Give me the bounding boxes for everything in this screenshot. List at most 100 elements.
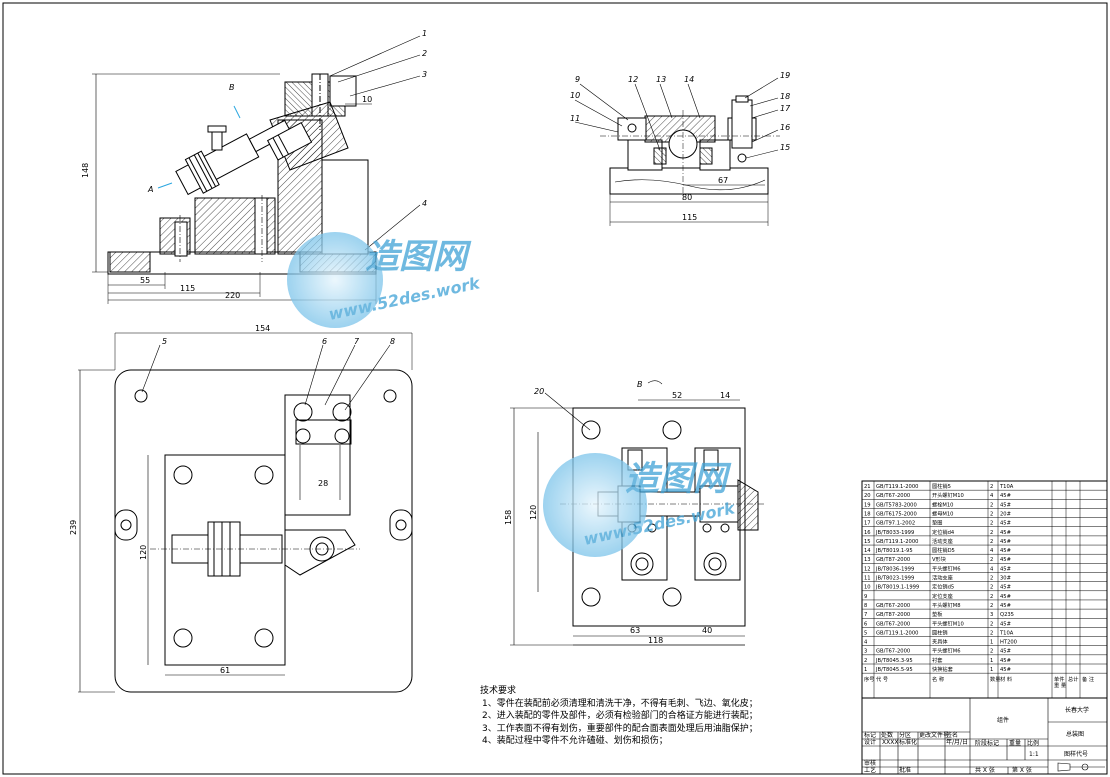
bom-row-name: V形块 [932,555,947,563]
bom-row-qty: 2 [990,521,993,527]
bom-row-qty: 2 [990,594,993,600]
tb-date-label: 年/月/日 [946,738,968,746]
bom-row-code: JB/T8045.5-95 [875,667,913,673]
bom-row-material: 20# [1000,511,1011,517]
front-view [92,35,421,304]
bom-row-no: 16 [864,530,871,536]
bom-header-total: 总计 [1068,675,1078,683]
bom-row-no: 14 [864,548,871,554]
balloon-10: 10 [570,91,580,100]
bom-row-no: 15 [864,539,871,545]
b-158-dimension: 158 [504,510,513,525]
bom-row-code: GB/T87-2000 [876,612,910,618]
bom-row-material: 45# [1000,667,1011,673]
bom-row-name: 螺母M10 [932,509,953,517]
balloon-7: 7 [354,337,360,346]
balloon-20: 20 [534,387,544,396]
bom-row-material: 45# [1000,530,1011,536]
bom-row-material: 45# [1000,502,1011,508]
bom-row-material: 45# [1000,594,1011,600]
balloon-12: 12 [628,75,638,84]
bom-row-no: 4 [864,640,868,646]
technical-requirements: 技术要求 1、零件在装配前必须清理和清洗干净，不得有毛刺、飞边、氧化皮； 2、进… [470,685,850,748]
top-154-dimension: 154 [255,324,270,333]
bom-row-material: T10A [999,630,1014,636]
bom-row-code: JB/T8033-1999 [875,530,914,536]
watermark-brand: 造图网 [365,237,472,277]
bom-row-qty: 2 [990,530,993,536]
bom-row-name: 活动支座 [932,537,953,545]
bom-row-qty: 2 [990,539,993,545]
bom-row-name: 定位销d4 [932,528,955,536]
front-115-dimension: 115 [180,284,195,293]
bom-row-name: 圆柱销 [932,628,948,636]
bom-row-name: 定位销d5 [932,583,954,591]
tb-stage-label: 阶段标记 [975,739,999,747]
tb-sheets: 共 X 张 [975,766,995,774]
bom-row-qty: 2 [990,502,993,508]
bom-row-code: JB/T8019.1-95 [875,548,913,554]
balloon-4: 4 [422,199,427,208]
bom-row-name: 定位支座 [932,592,953,600]
b-120-dimension: 120 [529,505,538,520]
view-label-a: A [147,185,153,194]
bom-row-qty: 4 [990,493,994,499]
bom-row-name: 平头螺钉M8 [932,601,961,609]
bom-row-qty: 2 [990,484,993,490]
tb-count-label: 处数 [881,731,893,739]
bom-row-qty: 4 [990,548,994,554]
bom-row-qty: 2 [990,621,993,627]
bom-row-material: 45# [1000,566,1011,572]
bom-row-code: GB/T67-2000 [876,649,910,655]
bom-row-no: 19 [864,502,871,508]
bom-row-code: GB/T6175-2000 [876,511,917,517]
bom-row-code: GB/T97.1-2002 [876,521,915,527]
tech-item-3: 3、工作表面不得有划伤，重要部件的配合面表面处理后用油脂保护； [482,723,758,734]
bom-row-qty: 2 [990,630,993,636]
bom-row: 16 JB/T8033-1999 定位销d4 2 45# [862,528,1107,537]
watermark-globe-icon [287,232,383,328]
tb-zone-label: 分区 [899,731,911,739]
side-67-dimension: 67 [718,176,728,185]
front-220-dimension: 220 [225,291,240,300]
bom-header-name: 名 称 [932,675,944,683]
view-b [510,380,765,646]
bom-row-qty: 2 [990,649,993,655]
bom-row-code: GB/T119.1-2000 [876,539,918,545]
tb-check-label: 审核 [864,759,876,767]
tech-item-2: 2、进入装配的零件及部件，必须有检验部门的合格证方能进行装配； [482,711,758,721]
bom-header-weight: 重 量 [1054,681,1066,689]
balloon-14: 14 [684,75,694,84]
bom-row-code: JB/T8023-1999 [875,576,914,582]
bom-header-no: 序号 [864,675,874,683]
bom-header-note: 备 注 [1082,675,1094,683]
balloon-16: 16 [780,123,790,132]
b-52-dimension: 52 [672,391,682,400]
top-28-dimension: 28 [318,479,328,488]
tb-mark-label: 标记 [864,731,876,739]
tb-scale-label: 比例 [1027,739,1039,747]
view-label-b: B [229,83,235,92]
side-80-dimension: 80 [682,193,692,202]
bom-row-name: 垫板 [932,610,943,618]
bom-row-name: 夹具体 [932,638,948,646]
bom-row-material: HT200 [1000,640,1017,646]
watermark-1: 造图网 www.52des.work [287,232,483,328]
tb-std-label: 标准化 [899,738,917,746]
tech-item-1: 1、零件在装配前必须清理和清洗干净，不得有毛刺、飞边、氧化皮； [482,698,758,709]
bom-header-code: 代 号 [876,675,888,683]
bom-row-no: 8 [864,603,867,609]
balloon-9: 9 [575,75,580,84]
bom-row-qty: 3 [990,612,993,618]
